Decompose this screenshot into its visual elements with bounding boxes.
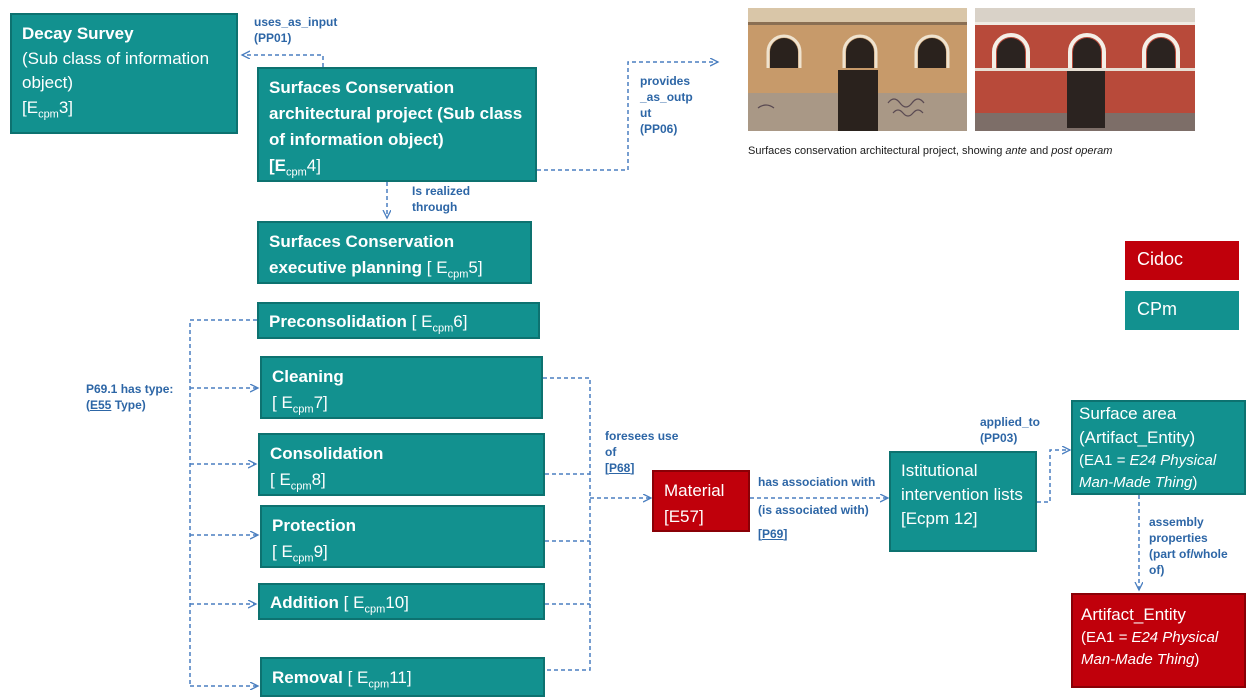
node-protection[interactable]: Protection [ Ecpm9] — [260, 505, 545, 568]
addition-title: Addition [ Ecpm10] — [270, 593, 409, 616]
cleaning-code: [ Ecpm7] — [272, 393, 328, 416]
label-has-type: P69.1 has type: (E55 Type) — [86, 382, 174, 412]
decay-survey-code: [Ecpm3] — [22, 98, 74, 121]
protection-title: Protection — [272, 516, 357, 535]
node-removal[interactable]: Removal [ Ecpm11] — [260, 657, 545, 697]
decay-survey-desc: (Sub class of information object) — [22, 49, 210, 92]
artifact-entity-code: (EA1 = E24 Physical Man-Made Thing) — [1081, 629, 1219, 668]
label-provides-as-output: provides _as_outp ut (PP06) — [640, 74, 693, 136]
legend-cpm: CPm — [1125, 291, 1239, 330]
edge-applied-to — [1037, 450, 1070, 503]
material-code: [E57] — [664, 507, 704, 526]
surface-area-code: (EA1 = E24 Physical Man-Made Thing) — [1079, 452, 1217, 491]
executive-planning-title: Surfaces Conservation executive planning… — [269, 232, 483, 281]
cleaning-title: Cleaning — [272, 367, 344, 386]
node-surfaces-conservation-project[interactable]: Surfaces Conservation architectural proj… — [257, 67, 537, 182]
label-has-association: has association with (is associated with… — [758, 475, 876, 541]
consolidation-title: Consolidation — [270, 444, 384, 463]
artifact-entity-title: Artifact_Entity — [1081, 605, 1186, 624]
node-cleaning[interactable]: Cleaning [ Ecpm7] — [260, 356, 543, 419]
node-artifact-entity[interactable]: Artifact_Entity (EA1 = E24 Physical Man-… — [1071, 593, 1246, 688]
label-foresees-use: foresees use of [P68] — [605, 429, 679, 475]
material-title: Material — [664, 481, 725, 500]
surfaces-project-code: [Ecpm4] — [269, 156, 321, 179]
surfaces-project-title: Surfaces Conservation architectural proj… — [269, 78, 523, 149]
protection-code: [ Ecpm9] — [272, 542, 328, 565]
node-material[interactable]: Material [E57] — [652, 470, 750, 532]
edge-foresees-bracket — [543, 377, 591, 671]
node-consolidation[interactable]: Consolidation [ Ecpm8] — [258, 433, 545, 496]
photo-post-operam — [975, 8, 1195, 131]
removal-title: Removal [ Ecpm11] — [272, 668, 412, 691]
preconsolidation-title: Preconsolidation [ Ecpm6] — [269, 312, 468, 335]
node-addition[interactable]: Addition [ Ecpm10] — [258, 583, 545, 620]
edge-provides-as-output — [537, 62, 718, 171]
label-is-realized-through: Is realized through — [412, 184, 471, 214]
edge-uses-as-input — [242, 55, 324, 67]
node-surface-area[interactable]: Surface area (Artifact_Entity) (EA1 = E2… — [1071, 400, 1246, 495]
photo-ante-operam — [748, 8, 967, 131]
node-institutional-lists[interactable]: Istitutional intervention lists [Ecpm 12… — [889, 451, 1037, 552]
node-preconsolidation[interactable]: Preconsolidation [ Ecpm6] — [257, 302, 540, 339]
legend-cidoc: Cidoc — [1125, 241, 1239, 280]
label-uses-as-input: uses_as_input (PP01) — [254, 15, 338, 45]
consolidation-code: [ Ecpm8] — [270, 470, 326, 493]
surface-area-title: Surface area (Artifact_Entity) — [1079, 404, 1196, 447]
post-operam-image — [975, 8, 1195, 131]
label-assembly: assembly properties (part of/whole of) — [1149, 515, 1228, 577]
institutional-title: Istitutional intervention lists [Ecpm 12… — [901, 461, 1023, 528]
node-decay-survey[interactable]: Decay Survey (Sub class of information o… — [10, 13, 238, 134]
photo-caption: Surfaces conservation architectural proj… — [748, 145, 1113, 157]
edge-has-type-bracket — [189, 319, 257, 686]
decay-survey-title: Decay Survey — [22, 24, 134, 43]
node-executive-planning[interactable]: Surfaces Conservation executive planning… — [257, 221, 532, 284]
label-applied-to: applied_to (PP03) — [980, 415, 1041, 445]
ante-operam-image — [748, 8, 967, 131]
